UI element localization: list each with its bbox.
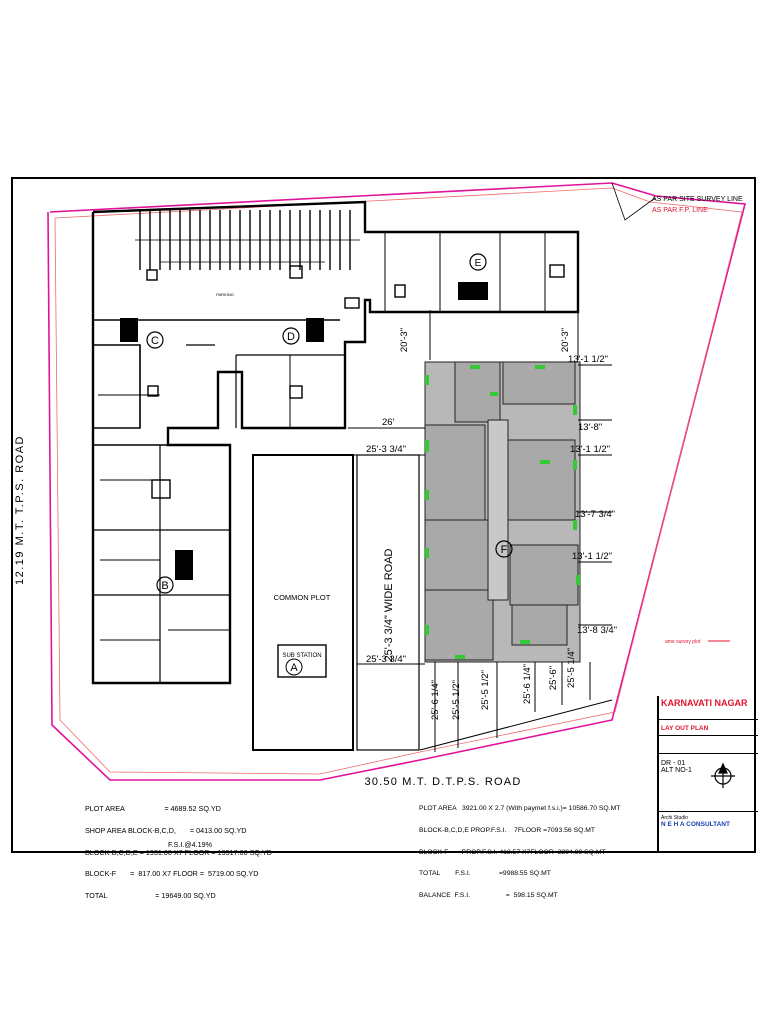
drawing-title: LAY OUT PLAN [661, 725, 709, 732]
title-block: KARNAVATI NAGAR LAY OUT PLAN DR - 01 ALT… [657, 696, 758, 853]
stats-right-row: BLOCK-F PROP.F.S.I. 413.57 X7FLOOR=2894.… [419, 848, 606, 856]
north-arrow-icon [711, 762, 735, 788]
label-block-f: F [501, 544, 508, 556]
dim-2: 20'-3" [560, 328, 571, 352]
label-block-e: E [475, 258, 482, 269]
dim-17: 25'-5 1/4" [566, 648, 577, 688]
label-block-b: B [161, 580, 168, 592]
dim-8: 13'-8 3/4" [577, 625, 617, 636]
label-block-c: C [151, 335, 159, 347]
survey-leader [611, 182, 656, 221]
consultant-name: N E H A CONSULTANT [661, 821, 730, 828]
survey-line-label: AS PAR SITE SURVEY LINE [652, 196, 743, 203]
project-name: KARNAVATI NAGAR [661, 698, 748, 708]
block-markers [146, 253, 513, 594]
site-boundary [47, 182, 747, 781]
sheet-cell: DR - 01 ALT NO-1 [659, 754, 758, 812]
dim-12: 25'-6 1/4" [430, 680, 441, 720]
consultant-cell: Archi Studio N E H A CONSULTANT [659, 812, 758, 853]
fsi-label: F.S.I.@4.19% [168, 840, 213, 849]
common-plot-label: COMMON PLOT [274, 593, 331, 602]
dim-1: 20'-3" [399, 328, 410, 352]
dim-3: 13'-1 1/2" [568, 354, 608, 365]
dim-5: 13'-1 1/2" [570, 444, 610, 455]
dim-7: 13'-1 1/2" [572, 551, 612, 562]
sheet-no: DR - 01 [661, 760, 686, 767]
staircase-hatch [135, 210, 360, 270]
stats-left-row: BLOCK-F = 817.00 X7 FLOOR = 5719.00 SQ.Y… [85, 869, 259, 879]
stats-right-row: BALANCE F.S.I. = 598.15 SQ.MT [419, 891, 558, 899]
lift-cores [120, 282, 488, 580]
road-bottom-label: 30.50 M.T. D.T.P.S. ROAD [365, 776, 522, 788]
stats-left-row: SHOP AREA BLOCK-B,C,D, = 0413.00 SQ.YD [85, 826, 247, 836]
block-f-windows [425, 365, 580, 659]
fp-line-label: AS PAR F.P. LINE [652, 207, 708, 214]
stats-right-row: TOTAL F.S.I. =9988.55 SQ.MT [419, 870, 551, 878]
stats-left-row: BLOCK-B,C,D,E = 1931.00 X7 FLOOR = 13517… [85, 847, 272, 857]
block-f [424, 361, 581, 663]
legend-label: ame survey plot [665, 639, 701, 645]
marker-block-b [156, 576, 174, 594]
dimension-texts: 20'-3" 20'-3" 13'-1 1/2" 13'-8" 13'-1 1/… [366, 328, 617, 720]
dim-14: 25'-5 1/2" [480, 670, 491, 710]
dim-16: 25'-6" [548, 666, 559, 690]
dim-11: 25'-3 3/4" [366, 654, 406, 665]
stats-left-row: PLOT AREA = 4689.52 SQ.YD [85, 804, 221, 814]
stats-right: PLOT AREA 3921.00 X 2.7 (With paymet f.s… [419, 791, 620, 906]
label-block-a: A [290, 662, 298, 674]
marker-block-d [282, 327, 300, 345]
substation-marker [285, 658, 303, 676]
inner-road-label: 25'-3 3/4" WIDE ROAD [383, 548, 395, 661]
studio-name: Archi Studio [661, 815, 688, 821]
drawing-title-cell: LAY OUT PLAN [659, 720, 758, 736]
dim-13: 25'-5 1/2" [451, 680, 462, 720]
substation-box [277, 644, 327, 678]
stats-right-row: BLOCK-B,C,D,E PROP.F.S.I. 7FLOOR =7093.5… [419, 827, 596, 835]
label-block-d: D [287, 331, 295, 343]
dim-4: 13'-8" [578, 422, 602, 433]
date-cell [659, 736, 758, 754]
stats-left: PLOT AREA = 4689.52 SQ.YD SHOP AREA BLOC… [85, 791, 272, 906]
fp-line [54, 187, 743, 775]
marker-block-c [146, 331, 164, 349]
stats-left-row: TOTAL = 19649.00 SQ.YD [85, 890, 216, 900]
dim-15: 25'-6 1/4" [522, 664, 533, 704]
shaft-boxes [146, 264, 565, 499]
dimension-leaders [348, 310, 613, 752]
dim-9: 26' [382, 417, 395, 428]
marker-block-f [495, 540, 513, 558]
substation-label: SUB STATION [282, 653, 321, 659]
drawing-sheet [11, 177, 756, 853]
parking-label: PARKING [216, 292, 234, 297]
project-cell: KARNAVATI NAGAR [659, 698, 758, 720]
road-left-label: 12.19 M.T. T.P.S. ROAD [14, 435, 26, 585]
dim-6: 13'-7 3/4" [575, 509, 615, 520]
common-plot-area [252, 454, 354, 751]
alt-no: ALT NO-1 [661, 767, 692, 774]
stats-right-row: PLOT AREA 3921.00 X 2.7 (With paymet f.s… [419, 805, 621, 813]
dim-10: 25'-3 3/4" [366, 444, 406, 455]
marker-block-e [469, 253, 487, 271]
